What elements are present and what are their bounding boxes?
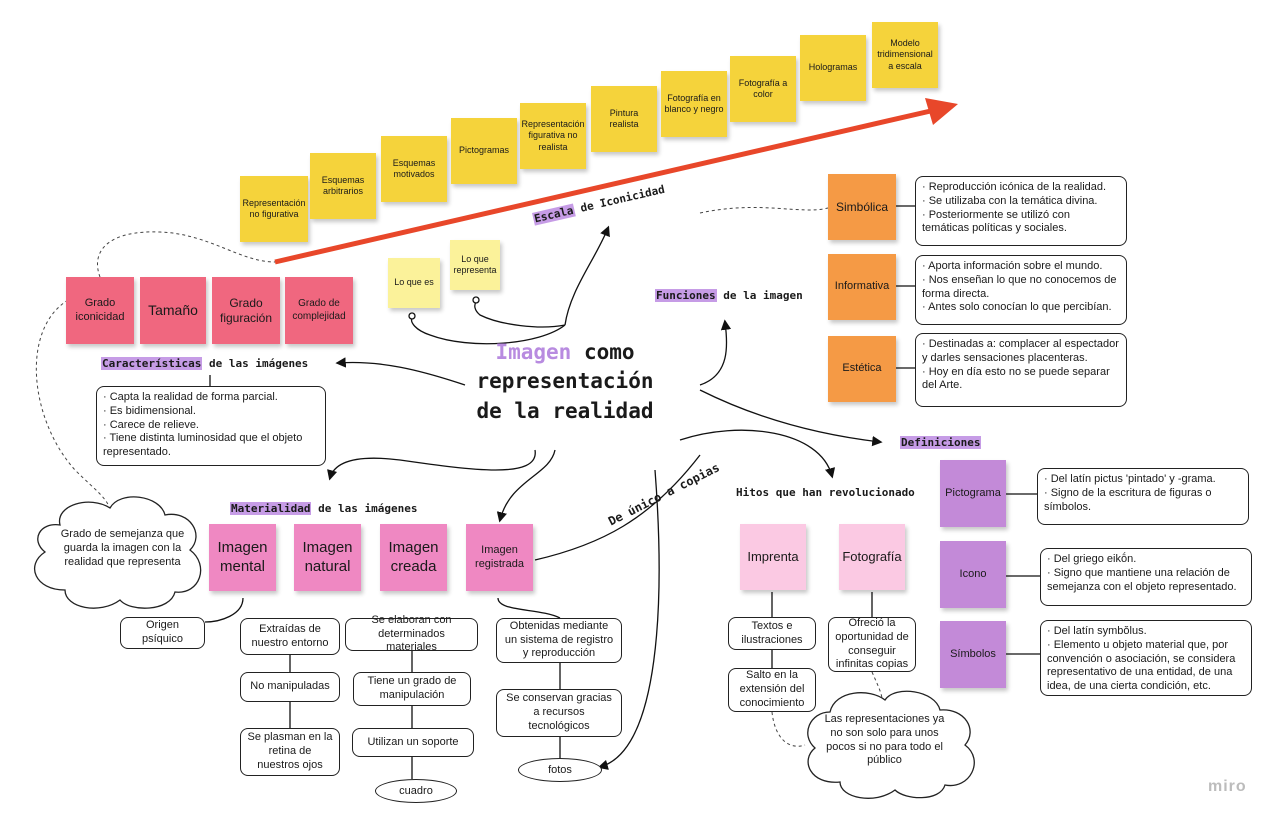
registrada-box-2[interactable]: Se conservan gracias a recursos tecnológ… — [496, 689, 622, 737]
connector-mental — [204, 597, 244, 623]
title-word: como — [583, 340, 635, 364]
copies-label: De único a copias — [606, 460, 722, 529]
materiality-label: Materialidad de las imágenes — [230, 502, 418, 515]
imprenta-box-1[interactable]: Textos e ilustraciones — [728, 617, 816, 650]
connector-to-functions — [699, 319, 732, 386]
milestone-fotografia[interactable]: Fotografía — [839, 524, 905, 590]
connector-to-registered — [496, 449, 556, 523]
creada-box-1[interactable]: Se elaboran con determinados materiales — [345, 614, 478, 653]
connector-to-materiality — [327, 449, 536, 481]
feature-note-1[interactable]: Grado iconicidad — [66, 277, 134, 344]
milestones-cloud-text: Las representaciones ya no son solo para… — [824, 713, 945, 767]
natural-box-3[interactable]: Se plasman en la retina de nuestros ojos — [240, 728, 340, 776]
connector-to-scale — [564, 225, 610, 326]
definition-icono[interactable]: Icono — [940, 541, 1006, 608]
function-simbolica[interactable]: Simbólica — [828, 174, 896, 240]
central-title: Imagen como representación de la realida… — [455, 338, 675, 426]
function-estetica[interactable]: Estética — [828, 336, 896, 402]
function-informativa-box[interactable]: · Aporta información sobre el mundo. · N… — [915, 255, 1127, 325]
function-informativa[interactable]: Informativa — [828, 254, 896, 320]
material-mental[interactable]: Imagen mental — [209, 524, 276, 591]
scale-step-9[interactable]: Hologramas — [800, 35, 866, 101]
dashed-imprenta-cloud — [771, 711, 806, 747]
natural-box-2[interactable]: No manipuladas — [240, 672, 340, 702]
features-label: Características de las imágenes — [101, 357, 309, 370]
material-registrada[interactable]: Imagen registrada — [466, 524, 533, 591]
milestone-imprenta[interactable]: Imprenta — [740, 524, 806, 590]
milestones-label: Hitos que han revolucionado — [736, 486, 915, 499]
scale-step-5[interactable]: Representación figurativa no realista — [520, 103, 586, 169]
feature-note-4[interactable]: Grado de complejidad — [285, 277, 353, 344]
connector-registrada — [497, 597, 561, 619]
fotografia-box[interactable]: Ofreció la oportunidad de conseguir infi… — [828, 617, 916, 672]
scale-step-6[interactable]: Pintura realista — [591, 86, 657, 152]
creada-box-4[interactable]: cuadro — [375, 779, 457, 803]
material-natural[interactable]: Imagen natural — [294, 524, 361, 591]
material-creada[interactable]: Imagen creada — [380, 524, 447, 591]
features-cloud-text: Grado de semejanza que guarda la imagen … — [60, 528, 185, 568]
features-box[interactable]: · Capta la realidad de forma parcial. · … — [96, 386, 326, 466]
definition-pictograma[interactable]: Pictograma — [940, 460, 1006, 527]
scale-step-8[interactable]: Fotografía a color — [730, 56, 796, 122]
definition-simbolos[interactable]: Símbolos — [940, 621, 1006, 688]
creada-box-2[interactable]: Tiene un grado de manipulación — [353, 672, 471, 706]
function-simbolica-box[interactable]: · Reproducción icónica de la realidad. ·… — [915, 176, 1127, 246]
scale-step-2[interactable]: Esquemas arbitrarios — [310, 153, 376, 219]
definition-simbolos-box[interactable]: · Del latín symbŏlus. · Elemento u objet… — [1040, 620, 1252, 696]
scale-step-7[interactable]: Fotografía en blanco y negro — [661, 71, 727, 137]
definition-pictograma-box[interactable]: · Del latín pictus 'pintado' y -grama. ·… — [1037, 468, 1249, 525]
definitions-label: Definiciones — [900, 436, 982, 449]
connector-to-features — [335, 357, 466, 386]
title-line-3: de la realidad — [476, 398, 654, 423]
scale-step-3[interactable]: Esquemas motivados — [381, 136, 447, 202]
creada-box-3[interactable]: Utilizan un soporte — [352, 728, 474, 757]
feature-note-2[interactable]: Tamaño — [140, 277, 206, 344]
dashed-symbolic-link — [699, 206, 829, 214]
miro-watermark: miro — [1208, 778, 1247, 795]
title-accent: Imagen — [495, 340, 572, 364]
definition-icono-box[interactable]: · Del griego eikṓn. · Signo que mantiene… — [1040, 548, 1252, 606]
connector-copies — [534, 454, 701, 561]
lo-que-representa-pin — [472, 296, 480, 304]
imprenta-box-2[interactable]: Salto en la extensión del conocimiento — [728, 668, 816, 712]
feature-note-3[interactable]: Grado figuración — [212, 277, 280, 344]
natural-box-1[interactable]: Extraídas de nuestro entorno — [240, 618, 340, 655]
function-estetica-box[interactable]: · Destinadas a: complacer al espectador … — [915, 333, 1127, 407]
scale-step-4[interactable]: Pictogramas — [451, 118, 517, 184]
mental-box[interactable]: Origen psíquico — [120, 617, 205, 649]
lo-que-representa-note[interactable]: Lo que representa — [450, 240, 500, 290]
dashed-foto-cloud — [871, 671, 883, 706]
scale-step-1[interactable]: Representación no figurativa — [240, 176, 308, 242]
functions-label: Funciones de la imagen — [655, 289, 803, 302]
registrada-box-1[interactable]: Obtenidas mediante un sistema de registr… — [496, 618, 622, 663]
title-line-2: representación — [476, 369, 654, 394]
scale-step-10[interactable]: Modelo tridimensional a escala — [872, 22, 938, 88]
scale-label: Escala de Iconicidad — [532, 182, 666, 226]
connector-lo-que-representa — [474, 301, 566, 328]
lo-que-es-pin — [408, 312, 416, 320]
registrada-box-3[interactable]: fotos — [518, 758, 602, 782]
lo-que-es-note[interactable]: Lo que es — [388, 258, 440, 308]
